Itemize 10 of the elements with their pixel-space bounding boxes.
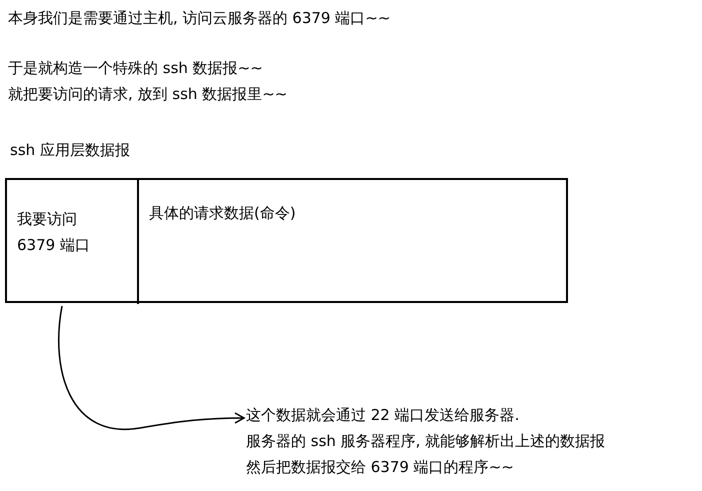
datagram-heading: ssh 应用层数据报 bbox=[10, 140, 130, 160]
field-text: 我要访问 6379 端口 bbox=[17, 209, 91, 256]
explanation-text: 这个数据就会通过 22 端口发送给服务器. bbox=[246, 405, 520, 426]
field-text: 具体的请求数据(命令) bbox=[149, 203, 297, 224]
explanation-text: 服务器的 ssh 服务器程序, 就能够解析出上述的数据报 bbox=[246, 431, 606, 452]
note-text: 本身我们是需要通过主机, 访问云服务器的 6379 端口~~ bbox=[8, 8, 390, 28]
note-text: 就把要访问的请求, 放到 ssh 数据报里~~ bbox=[8, 84, 288, 104]
note-text: 于是就构造一个特殊的 ssh 数据报~~ bbox=[8, 58, 263, 78]
explanation-text: 然后把数据报交给 6379 端口的程序~~ bbox=[246, 457, 515, 478]
curved-arrow bbox=[58, 306, 245, 430]
